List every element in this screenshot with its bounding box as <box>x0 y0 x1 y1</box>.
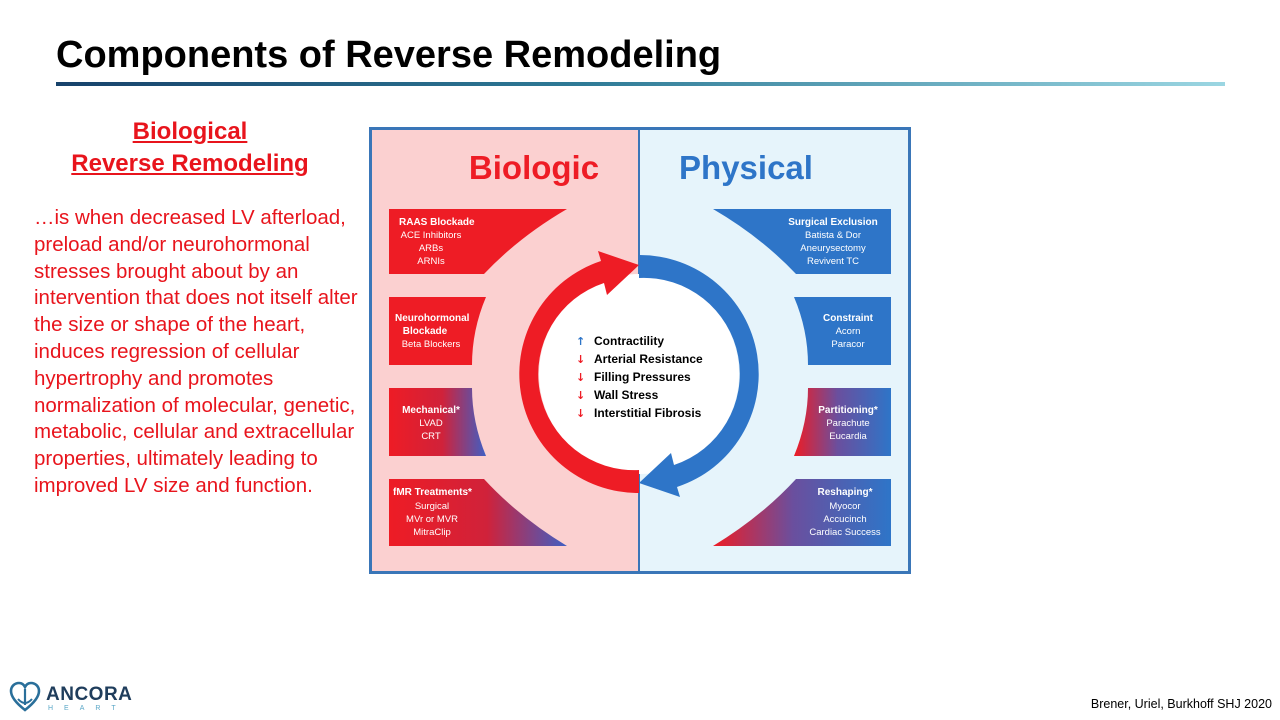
biologic-box-mechanical: Mechanical* LVAD CRT <box>389 388 486 456</box>
physical-box-line: Aneurysectomy <box>800 243 866 254</box>
down-arrow-icon: ↓ <box>576 407 585 420</box>
citation: Brener, Uriel, Burkhoff SHJ 2020 <box>1090 697 1272 711</box>
logo-wordmark: ANCORA <box>46 684 133 705</box>
biologic-box-line: CRT <box>421 431 441 442</box>
physical-box-line: Eucardia <box>829 431 867 442</box>
center-item: Arterial Resistance <box>594 352 703 366</box>
slide-title: Components of Reverse Remodeling <box>56 34 722 76</box>
physical-box-line: Acorn <box>836 326 861 337</box>
physical-box-title: Constraint <box>823 313 874 324</box>
down-arrow-icon: ↓ <box>576 389 585 402</box>
physical-box-title: Surgical Exclusion <box>788 217 877 228</box>
center-item: Filling Pressures <box>594 370 691 384</box>
physical-box-title: Reshaping* <box>817 487 872 498</box>
physical-title: Physical <box>679 149 813 186</box>
center-item: Interstitial Fibrosis <box>594 406 702 420</box>
down-arrow-icon: ↓ <box>576 353 585 366</box>
biologic-box-title: Blockade <box>403 326 448 337</box>
biologic-box-raas: RAAS Blockade ACE Inhibitors ARBs ARNIs <box>389 209 567 274</box>
title-divider <box>56 82 1225 86</box>
physical-box-line: Revivent TC <box>807 256 859 267</box>
biologic-box-neurohormonal: Neurohormonal Blockade Beta Blockers <box>389 297 486 365</box>
biologic-box-line: MitraClip <box>413 527 450 538</box>
physical-box-reshaping: Reshaping* Myocor Accucinch Cardiac Succ… <box>713 479 891 546</box>
left-body-text: …is when decreased LV afterload, preload… <box>34 206 358 497</box>
biologic-box-fmr: fMR Treatments* Surgical MVr or MVR Mitr… <box>389 479 567 546</box>
center-item: Contractility <box>594 334 664 348</box>
remodeling-diagram: Biologic Physical RAAS Blockade ACE Inhi… <box>369 127 911 574</box>
physical-box-line: Cardiac Success <box>809 527 881 538</box>
physical-box-surgical-exclusion: Surgical Exclusion Batista & Dor Aneurys… <box>713 209 891 274</box>
biologic-box-title: fMR Treatments* <box>393 487 472 498</box>
physical-cycle-arrow <box>639 254 759 497</box>
biologic-box-line: Surgical <box>415 501 449 512</box>
physical-box-line: Parachute <box>826 418 869 429</box>
down-arrow-icon: ↓ <box>576 371 585 384</box>
physical-box-line: Paracor <box>831 339 864 350</box>
heart-anchor-icon <box>9 681 41 712</box>
biologic-box-title: Mechanical* <box>402 405 460 416</box>
physical-box-line: Batista & Dor <box>805 230 861 241</box>
logo-subtitle: HEART <box>48 705 127 712</box>
physical-box-partitioning: Partitioning* Parachute Eucardia <box>794 388 891 456</box>
physical-box-line: Accucinch <box>823 514 866 525</box>
left-heading: Biological Reverse Remodeling <box>30 116 350 180</box>
left-heading-line1: Biological <box>132 118 248 145</box>
ancora-logo: ANCORA HEART <box>8 680 138 716</box>
biologic-box-title: Neurohormonal <box>395 313 470 324</box>
center-disc <box>539 274 739 474</box>
biologic-box-line: MVr or MVR <box>406 514 458 525</box>
left-heading-line2: Reverse Remodeling <box>71 150 309 177</box>
biologic-box-line: ACE Inhibitors <box>401 230 462 241</box>
diagram-frame <box>369 127 911 574</box>
biologic-box-title: RAAS Blockade <box>399 217 475 228</box>
physical-box-line: Myocor <box>829 501 860 512</box>
biologic-cycle-arrow <box>519 251 639 494</box>
biologic-box-line: LVAD <box>419 418 443 429</box>
center-effects-list: ↑ Contractility ↓ Arterial Resistance ↓ … <box>576 334 703 420</box>
biologic-title: Biologic <box>469 149 599 186</box>
center-item: Wall Stress <box>594 388 659 402</box>
up-arrow-icon: ↑ <box>576 335 585 348</box>
biologic-box-line: ARBs <box>419 243 444 254</box>
physical-box-title: Partitioning* <box>818 405 878 416</box>
biologic-box-line: Beta Blockers <box>402 339 461 350</box>
biologic-box-line: ARNIs <box>417 256 445 267</box>
physical-box-constraint: Constraint Acorn Paracor <box>794 297 891 365</box>
